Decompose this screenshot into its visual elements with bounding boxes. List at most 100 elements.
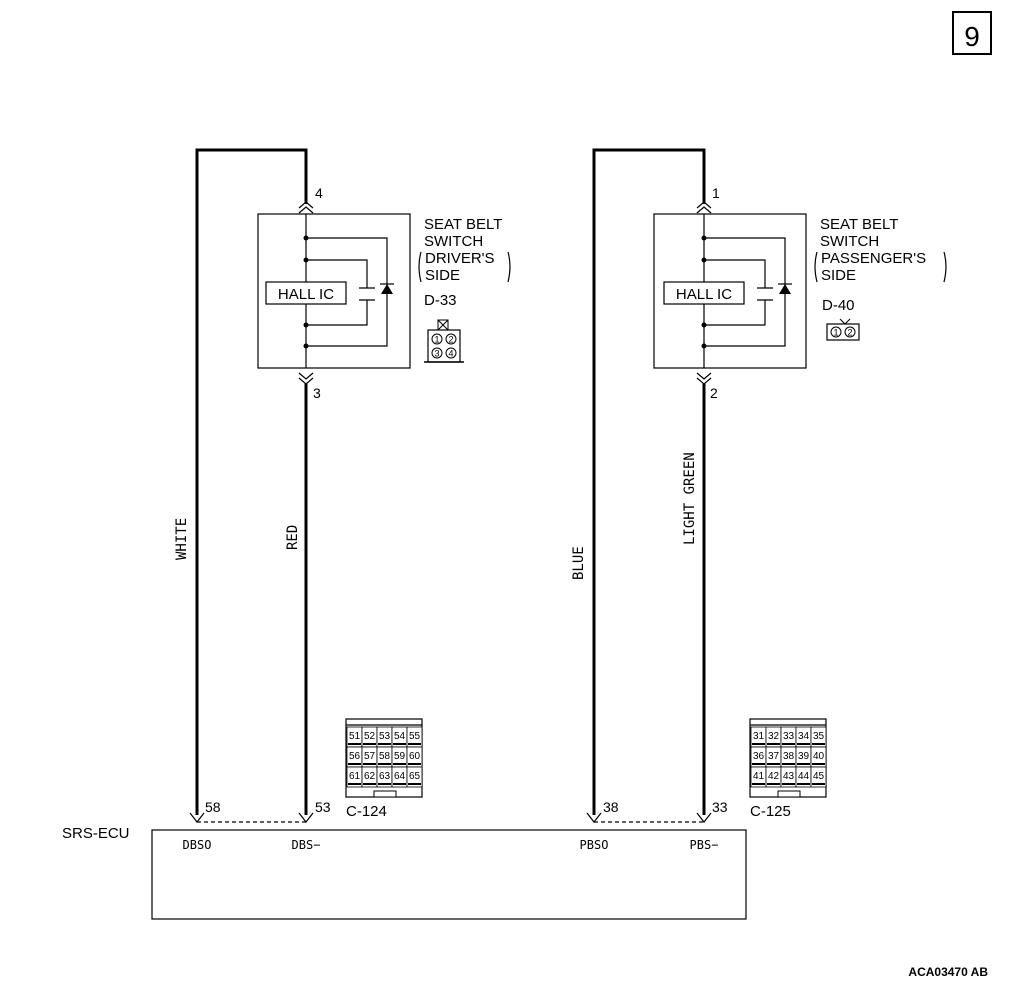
- passenger-title-line3: PASSENGER'S: [821, 250, 926, 267]
- pin-number: 41: [753, 771, 765, 782]
- pin-cell: [406, 766, 423, 788]
- connector-c124-label: C-124: [346, 803, 387, 820]
- driver-pin-top: 4: [315, 185, 323, 201]
- terminal-arrow: [696, 812, 712, 823]
- ecu-pin-53: 53: [315, 799, 331, 815]
- diode-symbol: [381, 284, 393, 294]
- pin-number: 38: [783, 751, 795, 762]
- driver-pin-bottom: 3: [313, 385, 321, 401]
- ecu-terminal-pbso: PBSO: [580, 838, 609, 852]
- paren-left: [418, 251, 422, 283]
- pin-number: 42: [768, 771, 780, 782]
- pin-number: 43: [783, 771, 795, 782]
- driver-title-line1: SEAT BELT: [424, 216, 502, 233]
- paren-left: [814, 251, 818, 283]
- driver-title-line3: DRIVER'S: [425, 250, 495, 267]
- pin-number: 44: [798, 771, 810, 782]
- connector-chevron: [298, 372, 314, 385]
- wire-color-red: RED: [285, 525, 301, 550]
- wire-color-light-green: LIGHT GREEN: [682, 452, 698, 545]
- pin-number: 57: [364, 751, 376, 762]
- internal-wire: [704, 259, 766, 326]
- driver-title-line2: SWITCH: [424, 233, 483, 250]
- pin-number: 39: [798, 751, 810, 762]
- pin-number: 63: [379, 771, 391, 782]
- pin-number: 54: [394, 731, 406, 742]
- paren-right: [507, 251, 511, 283]
- pin-number: 34: [798, 731, 810, 742]
- passenger-hall-ic-box: [663, 281, 745, 305]
- connector-pin: 1: [434, 335, 439, 345]
- driver-hall-ic-box: [265, 281, 347, 305]
- connector-pin: 2: [448, 335, 453, 345]
- passenger-circuit: 1 2 HALL IC SEAT BELT SWITCH PASSENGER'S…: [571, 148, 947, 815]
- pin-number: 60: [409, 751, 421, 762]
- driver-connector-icon: 1 2 3 4: [424, 319, 464, 363]
- figure-code: ACA03470 AB: [908, 965, 988, 979]
- page-number-box: 9: [952, 11, 992, 55]
- pin-number: 36: [753, 751, 765, 762]
- ecu-name: SRS-ECU: [62, 825, 130, 842]
- connector-chevron: [696, 201, 712, 214]
- pin-number: 32: [768, 731, 780, 742]
- connector-c125-label: C-125: [750, 803, 791, 820]
- pin-cell: [810, 766, 827, 788]
- capacitor-symbol: [757, 287, 773, 301]
- passenger-pin-bottom: 2: [710, 385, 718, 401]
- pin-number: 37: [768, 751, 780, 762]
- passenger-title-line2: SWITCH: [820, 233, 879, 250]
- connector-pin: 1: [833, 328, 838, 338]
- passenger-pin-top: 1: [712, 185, 720, 201]
- connector-chevron: [298, 201, 314, 214]
- diode-symbol: [779, 284, 791, 294]
- pin-number: 64: [394, 771, 406, 782]
- pin-number: 61: [349, 771, 361, 782]
- capacitor-symbol: [359, 287, 375, 301]
- connector-pin: 4: [448, 349, 453, 359]
- passenger-connector-code: D-40: [822, 297, 855, 314]
- pin-number: 62: [364, 771, 376, 782]
- paren-right: [943, 251, 947, 283]
- passenger-hall-ic-label: HALL IC: [676, 286, 732, 303]
- pin-number: 65: [409, 771, 421, 782]
- internal-wire: [306, 259, 368, 326]
- ecu-box: [151, 829, 747, 920]
- page-number: 9: [964, 21, 980, 52]
- ecu-terminal-dbs: DBS−: [292, 838, 321, 852]
- connector-pin: 3: [434, 349, 439, 359]
- pin-number: 56: [349, 751, 361, 762]
- passenger-connector-icon: 1 2: [826, 318, 860, 341]
- driver-switch-title: SEAT BELT SWITCH DRIVER'S SIDE: [418, 216, 511, 284]
- terminal-arrow: [189, 812, 205, 823]
- driver-connector-code: D-33: [424, 292, 457, 309]
- passenger-title-line1: SEAT BELT: [820, 216, 898, 233]
- wire-color-white: WHITE: [174, 518, 190, 560]
- driver-hall-ic-label: HALL IC: [278, 286, 334, 303]
- pin-number: 58: [379, 751, 391, 762]
- pin-number: 59: [394, 751, 406, 762]
- pin-number: 33: [783, 731, 795, 742]
- white-red-loop-wire: [195, 148, 308, 815]
- wire-color-blue: BLUE: [571, 546, 587, 580]
- ecu-terminal-dbso: DBSO: [183, 838, 212, 852]
- passenger-title-line4: SIDE: [821, 267, 856, 284]
- terminal-arrow: [298, 812, 314, 823]
- pin-number: 40: [813, 751, 825, 762]
- pin-number: 45: [813, 771, 825, 782]
- pin-number: 55: [409, 731, 421, 742]
- ecu-pin-38: 38: [603, 799, 619, 815]
- pin-number: 31: [753, 731, 765, 742]
- srs-ecu: 58 53 38 33 SRS-ECU DBSO DBS− PBSO PBS−: [62, 799, 747, 920]
- ecu-pin-58: 58: [205, 799, 221, 815]
- ecu-terminal-pbs: PBS−: [690, 838, 719, 852]
- blue-lightgreen-loop-wire: [592, 148, 706, 815]
- pin-number: 35: [813, 731, 825, 742]
- pin-number: 51: [349, 731, 361, 742]
- ecu-pin-33: 33: [712, 799, 728, 815]
- terminal-arrow: [586, 812, 602, 823]
- connector-pin: 2: [847, 328, 852, 338]
- connector-chevron: [696, 372, 712, 385]
